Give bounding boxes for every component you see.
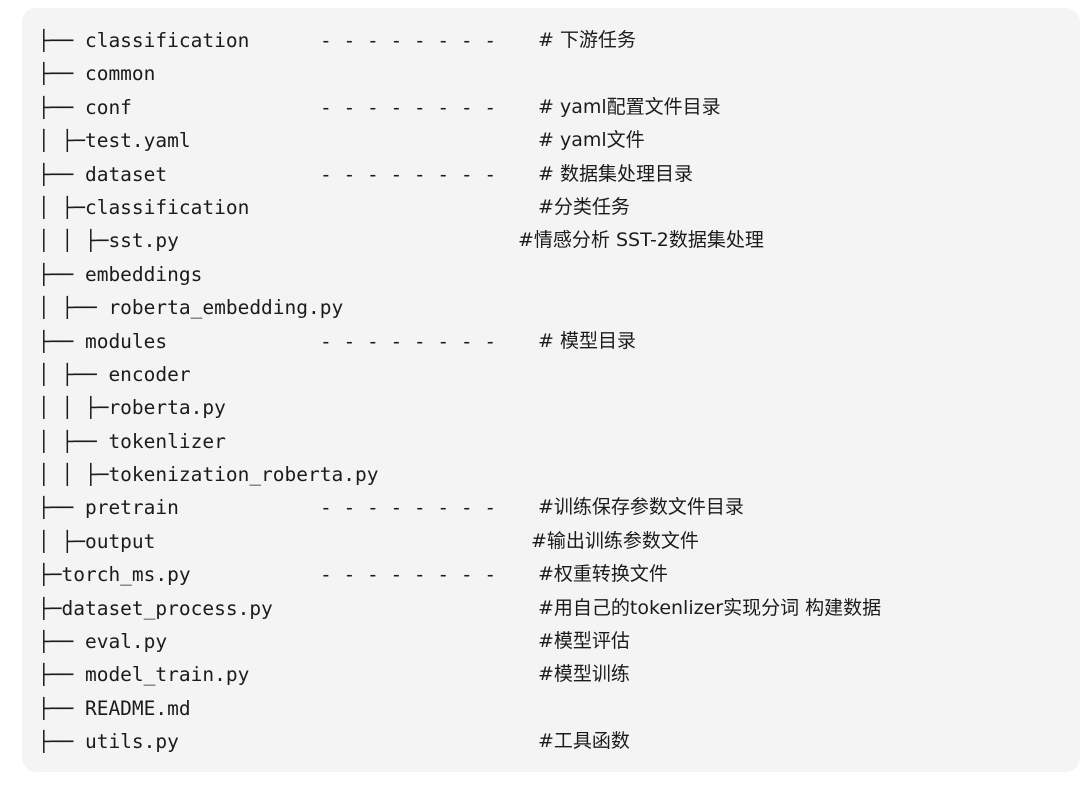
tree-row: ├── model_train.py #模型训练 [38, 658, 1080, 691]
tree-entry-comment: #情感分析 SST-2数据集处理 [518, 229, 764, 252]
tree-row: ├─dataset_process.py #用自己的tokenlizer实现分词 … [38, 592, 1080, 625]
tree-entry-name: │ ├─classification [38, 195, 250, 219]
tree-entry-name: ├── classification [38, 29, 250, 52]
tree-dash-leader: - - - - - - - - [320, 329, 497, 353]
tree-entry-comment: #工具函数 [538, 730, 630, 753]
tree-entry-name: │ ├─output [38, 529, 156, 553]
tree-dash-leader: - - - - - - - - [320, 162, 497, 186]
tree-entry-comment: # yaml配置文件目录 [538, 95, 721, 118]
tree-row: ├── conf - - - - - - - - # yaml配置文件目录 [38, 91, 1080, 124]
tree-row: ├── README.md [38, 692, 1080, 725]
tree-row: ├─torch_ms.py - - - - - - - - #权重转换文件 [38, 558, 1080, 591]
tree-entry-comment: #模型评估 [538, 630, 630, 653]
tree-entry-comment: #分类任务 [538, 195, 630, 218]
tree-entry-name: │ │ ├─tokenization_roberta.py [38, 463, 379, 487]
tree-dash-leader: - - - - - - - - [320, 95, 497, 119]
tree-dash-leader: - - - - - - - - [320, 496, 497, 520]
tree-entry-comment: # 下游任务 [538, 29, 636, 51]
tree-row: │ ├─test.yaml # yaml文件 [38, 124, 1080, 157]
tree-entry-name: ├── modules [38, 329, 168, 353]
tree-entry-name: ├─dataset_process.py [38, 596, 273, 620]
tree-entry-name: ├── model_train.py [38, 663, 250, 687]
tree-entry-name: ├── dataset [38, 162, 168, 186]
tree-entry-comment: #模型训练 [538, 663, 630, 686]
tree-entry-comment: #权重转换文件 [538, 563, 668, 586]
directory-tree-list: ├── classification- - - - - - - -# 下游任务├… [38, 24, 1080, 759]
tree-row: ├── eval.py #模型评估 [38, 625, 1080, 658]
tree-dash-leader: - - - - - - - - [320, 563, 497, 587]
tree-row: │ ├── encoder [38, 358, 1080, 391]
tree-entry-comment: #输出训练参数文件 [531, 529, 699, 552]
tree-entry-comment: #用自己的tokenlizer实现分词 构建数据 [538, 596, 882, 619]
tree-row: │ ├─output #输出训练参数文件 [38, 525, 1080, 558]
tree-row: │ ├── tokenlizer [38, 425, 1080, 458]
tree-entry-name: │ │ ├─roberta.py [38, 396, 226, 420]
tree-entry-name: │ ├── roberta_embedding.py [38, 296, 344, 320]
tree-entry-name: ├── utils.py [38, 730, 179, 754]
tree-row: ├── dataset - - - - - - - - # 数据集处理目录 [38, 158, 1080, 191]
tree-row: ├── common [38, 57, 1080, 90]
tree-entry-name: ├── README.md [38, 696, 191, 720]
tree-row: │ ├─classification #分类任务 [38, 191, 1080, 224]
tree-row: │ │ ├─sst.py #情感分析 SST-2数据集处理 [38, 224, 1080, 257]
tree-entry-name: ├── eval.py [38, 630, 168, 654]
tree-entry-comment: # yaml文件 [538, 129, 645, 152]
tree-entry-comment: # 数据集处理目录 [538, 162, 693, 185]
tree-row: │ ├── roberta_embedding.py [38, 291, 1080, 324]
tree-row: │ │ ├─roberta.py [38, 391, 1080, 424]
tree-entry-name: ├── common [38, 62, 156, 86]
tree-entry-name: │ ├── encoder [38, 362, 191, 386]
tree-entry-name: │ │ ├─sst.py [38, 229, 179, 253]
directory-tree-panel: ├── classification- - - - - - - -# 下游任务├… [22, 8, 1080, 772]
tree-entry-name: ├── conf [38, 95, 132, 119]
tree-dash-leader: - - - - - - - - [320, 29, 497, 52]
tree-row: ├── modules - - - - - - - - # 模型目录 [38, 325, 1080, 358]
tree-entry-comment: # 模型目录 [538, 329, 636, 352]
tree-entry-comment: #训练保存参数文件目录 [538, 496, 744, 519]
tree-entry-name: │ ├─test.yaml [38, 129, 191, 153]
tree-entry-name: │ ├── tokenlizer [38, 429, 226, 453]
tree-entry-name: ├── embeddings [38, 262, 203, 286]
tree-row: │ │ ├─tokenization_roberta.py [38, 458, 1080, 491]
tree-row: ├── embeddings [38, 258, 1080, 291]
tree-entry-name: ├─torch_ms.py [38, 563, 191, 587]
tree-row: ├── pretrain - - - - - - - - #训练保存参数文件目录 [38, 491, 1080, 524]
tree-entry-name: ├── pretrain [38, 496, 179, 520]
tree-row: ├── utils.py #工具函数 [38, 725, 1080, 758]
tree-row: ├── classification - - - - - - - - # 下游任务 [38, 24, 1080, 57]
